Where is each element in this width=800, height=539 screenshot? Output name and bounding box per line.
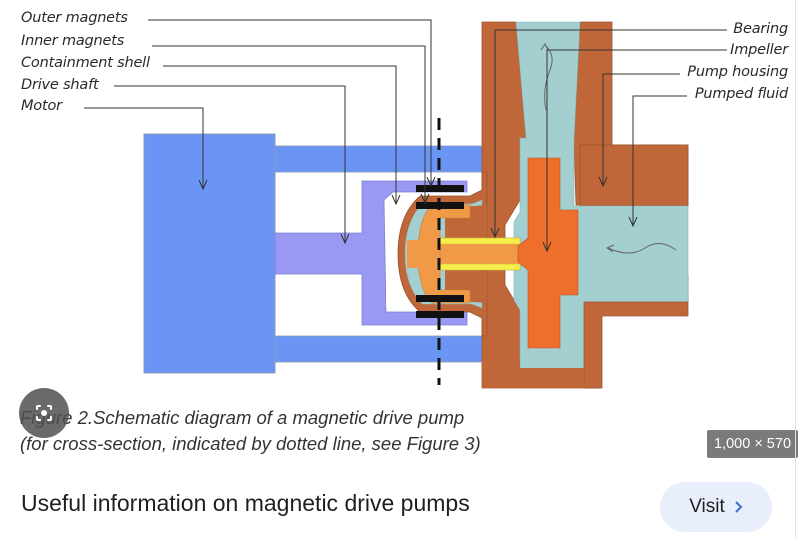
lens-camera-icon [36,405,52,421]
motor-frame-top [274,145,488,173]
leader-inner-magnets [152,45,426,202]
figure-caption-line-2: (for cross-section, indicated by dotted … [20,433,481,454]
figure-caption-line-1: Figure 2.Schematic diagram of a magnetic… [20,407,465,428]
leader-bearing [494,29,727,236]
label-pumped-fluid: Pumped fluid [694,86,788,102]
label-bearing: Bearing [733,21,788,37]
leader-motor [84,107,204,188]
visit-label: Visit [689,496,725,517]
leader-outer-magnets [148,19,432,185]
leader-pump-housing [602,73,680,185]
motor-block [143,133,276,374]
result-title[interactable]: Useful information on magnetic drive pum… [21,490,470,516]
flow-arrow-outlet [544,44,553,111]
label-drive-shaft: Drive shaft [21,77,99,93]
bearing-top [439,237,521,245]
bearing-bottom [439,263,521,271]
label-outer-magnets: Outer magnets [21,10,128,26]
lens-search-button[interactable] [19,388,69,438]
chevron-right-icon [735,501,743,513]
panel-divider [795,0,796,539]
outer-magnet-carrier [274,180,468,326]
leader-containment-shell [163,65,397,203]
visit-button[interactable]: Visit [660,482,772,532]
flow-arrow-inlet [607,243,677,254]
magnetic-drive-pump-diagram [84,19,727,389]
impeller [517,157,579,349]
label-containment-shell: Containment shell [21,55,150,71]
image-dimensions-badge: 1,000 × 570 [707,430,799,458]
leader-drive-shaft [114,85,346,242]
motor-frame-bottom [274,335,488,363]
label-motor: Motor [21,98,62,114]
label-inner-magnets: Inner magnets [21,33,125,49]
leader-pumped-fluid [632,95,687,225]
label-pump-housing: Pump housing [687,64,788,80]
label-impeller: Impeller [730,42,788,58]
outer-magnet-bottom [416,311,464,318]
leader-impeller [546,49,727,250]
